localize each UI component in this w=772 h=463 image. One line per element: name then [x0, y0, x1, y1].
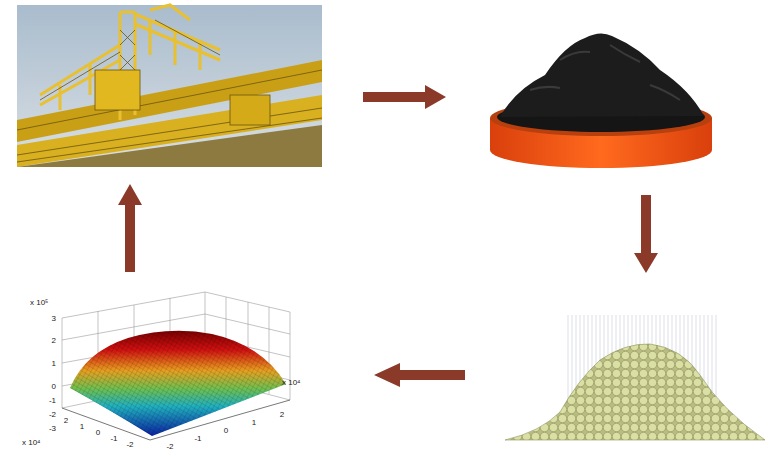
- tick-label: -2: [166, 442, 173, 451]
- tick-label: 1: [80, 422, 84, 431]
- axis-exponent: x 10⁴: [22, 438, 41, 447]
- tick-label: 2: [64, 416, 68, 425]
- tick-label: 2: [280, 410, 284, 419]
- tick-label: -1: [110, 434, 117, 443]
- tick-label: -1: [49, 396, 56, 405]
- tick-label: -2: [49, 410, 56, 419]
- axis-exponent: x 10⁵: [30, 298, 48, 307]
- tick-label: 0: [52, 382, 56, 391]
- powder-dish: [490, 33, 712, 168]
- tick-label: 2: [52, 336, 56, 345]
- tick-label: 3: [52, 314, 56, 323]
- particle-pile: [505, 315, 765, 440]
- axis-exponent: x 10⁴: [282, 378, 301, 387]
- tick-label: 1: [52, 359, 56, 368]
- reclaimer-photo: [17, 5, 322, 167]
- tick-label: 1: [252, 418, 256, 427]
- tick-label: 0: [224, 426, 228, 435]
- surface-plot: [62, 292, 290, 440]
- tick-label: -2: [126, 440, 133, 449]
- tick-label: 0: [96, 428, 100, 437]
- tick-label: -1: [194, 434, 201, 443]
- tick-label: -3: [49, 424, 56, 433]
